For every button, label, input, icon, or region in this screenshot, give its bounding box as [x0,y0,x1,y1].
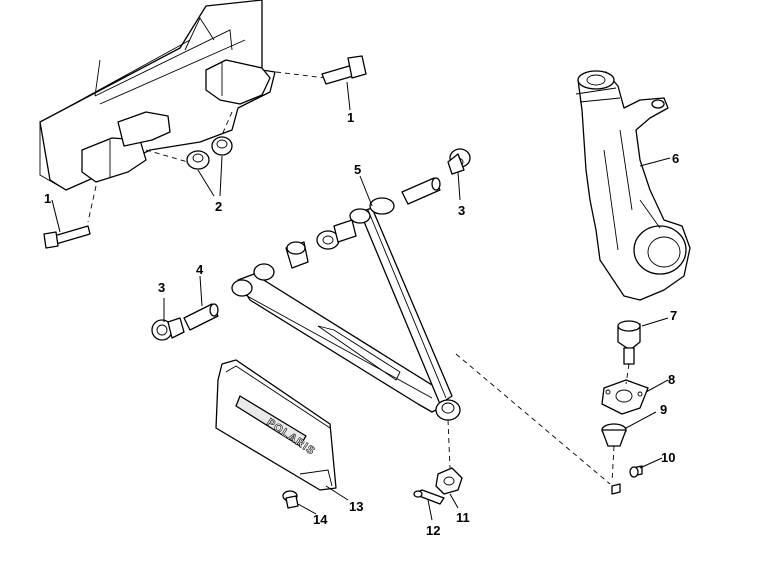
callout-2: 2 [215,199,222,214]
inner-bushing-c [333,219,357,243]
spindle-knuckle [575,70,691,301]
callout-9: 9 [660,402,667,417]
flange-nut-right [211,136,233,156]
a-arm [231,197,461,421]
callout-12: 12 [426,523,440,538]
callout-11: 11 [456,510,470,525]
callout-6: 6 [672,151,679,166]
ball-joint [617,320,641,365]
callout-4: 4 [196,262,204,277]
dust-boot [601,423,627,447]
skid-plate: POLARIS [215,359,337,491]
callout-7: 7 [670,308,677,323]
frame-bolt-upper [321,55,367,85]
assembly-guide-lines [447,353,630,485]
screw-small [629,465,643,478]
callout-1-upper: 1 [347,110,354,125]
frame-bolt-lower [43,225,91,249]
bushing-left [151,317,185,341]
callout-3-left: 3 [158,280,165,295]
flange-nut-left [186,150,210,170]
screw-tiny [611,483,621,495]
skid-plate-bolt [282,490,299,509]
callout-14: 14 [313,512,328,527]
callout-5: 5 [354,162,361,177]
callout-8: 8 [668,372,675,387]
bushing-right [447,148,471,175]
retaining-plate [601,379,649,415]
pivot-tube-left [183,303,219,331]
castle-nut [435,467,463,495]
frame-section [39,0,327,223]
leader-lines [51,81,671,521]
cotter-pin [413,489,445,505]
callout-13: 13 [349,499,363,514]
inner-bushing-a [285,241,309,269]
callout-10: 10 [661,450,675,465]
callout-numbers: 1 1 2 3 3 4 5 6 7 8 9 10 11 12 13 14 [44,110,679,538]
callout-1-lower: 1 [44,191,51,206]
pivot-tube-right [401,177,441,205]
callout-3-right: 3 [458,203,465,218]
